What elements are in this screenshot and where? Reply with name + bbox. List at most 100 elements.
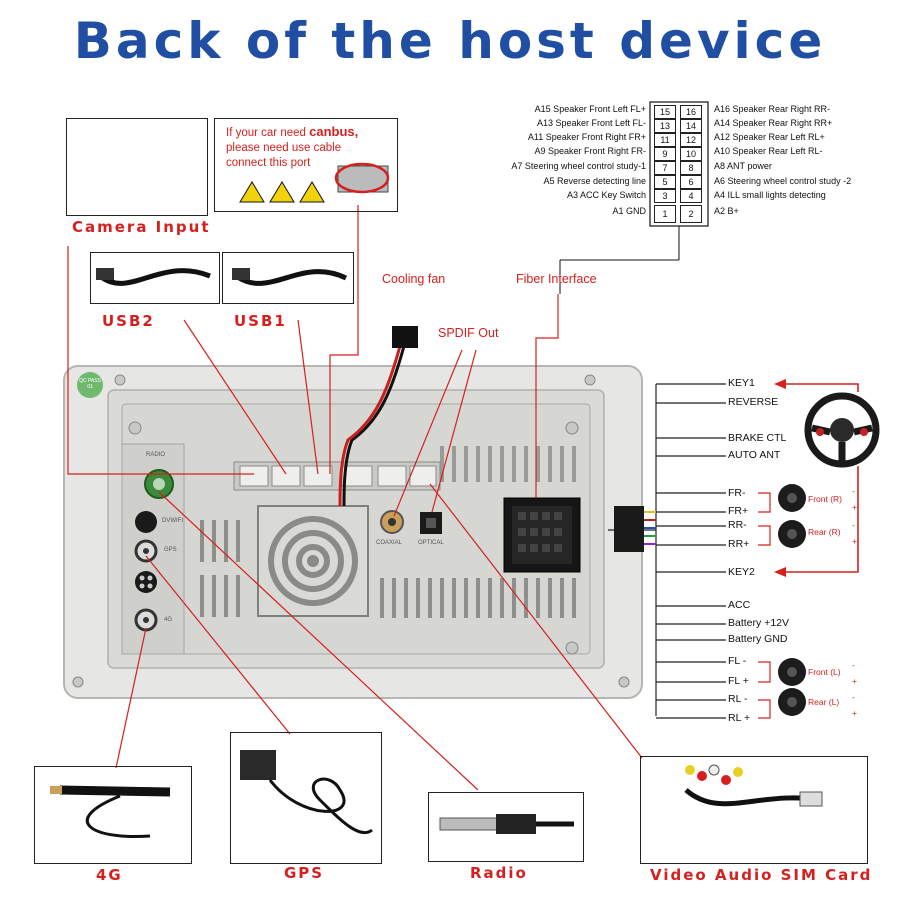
- usb1-box: [222, 252, 354, 304]
- pin-label: A14 Speaker Rear Right RR+: [714, 118, 833, 128]
- pin-number: 11: [654, 133, 676, 147]
- pin-number: 3: [654, 189, 676, 203]
- polarity-plus: +: [852, 676, 857, 686]
- pin-number: 14: [680, 119, 702, 133]
- pin-number: 6: [680, 175, 702, 189]
- usb1-cable-image: [232, 268, 348, 286]
- polarity-minus: -: [852, 486, 855, 496]
- polarity-minus: -: [852, 520, 855, 530]
- wire-label-rr-minus: RR-: [728, 519, 747, 531]
- camera-input-box: [66, 118, 208, 216]
- pin-label: A2 B+: [714, 206, 739, 216]
- usb2-box: [90, 252, 220, 304]
- wire-label-auto-ant: AUTO ANT: [728, 449, 781, 461]
- pin-number: 16: [680, 105, 702, 119]
- wire-label-fl-minus: FL -: [728, 655, 747, 667]
- polarity-plus: +: [852, 536, 857, 546]
- pin-number: 5: [654, 175, 676, 189]
- key-arrows: [784, 383, 859, 573]
- pin-label: A7 Steering wheel control study-1: [511, 161, 646, 171]
- pin-number: 9: [654, 147, 676, 161]
- polarity-minus: -: [852, 692, 855, 702]
- usb2-cable-image: [96, 268, 211, 286]
- speaker-rear-l-label: Rear (L): [808, 697, 840, 707]
- cooling-fan-cable: [338, 326, 418, 507]
- host-device-back-panel: [63, 365, 643, 699]
- camera-input-label: Camera Input: [72, 218, 211, 236]
- polarity-plus: +: [852, 708, 857, 718]
- pin-label: A16 Speaker Rear Right RR-: [714, 104, 831, 114]
- pin-label: A11 Speaker Front Right FR+: [527, 132, 646, 142]
- wire-label-fr-plus: FR+: [728, 505, 749, 517]
- speaker-front-l-label: Front (L): [808, 667, 841, 677]
- pin-label: A12 Speaker Rear Left RL+: [714, 132, 825, 142]
- pin-number: 10: [680, 147, 702, 161]
- canbus-note-prefix: If your car need: [226, 127, 310, 139]
- pin-label: A13 Speaker Front Left FL-: [536, 118, 646, 128]
- panel-wifi-text: DVWIFI: [162, 518, 183, 524]
- gps-box: [230, 732, 382, 864]
- cooling-fan-label: Cooling fan: [382, 272, 446, 286]
- pin-label: A5 Reverse detecting line: [543, 176, 646, 186]
- radio-label: Radio: [470, 864, 528, 882]
- pin-label: A10 Speaker Rear Left RL-: [714, 146, 823, 156]
- canbus-note-line2: please need use cable: [226, 142, 342, 154]
- page-title: Back of the host device: [73, 12, 827, 70]
- fiber-interface-label: Fiber Interface: [516, 272, 597, 286]
- speaker-front-r-label: Front (R): [808, 494, 842, 504]
- pin-label: A1 GND: [612, 206, 646, 216]
- radio-cable-image: [439, 814, 574, 834]
- gps-label: GPS: [284, 864, 325, 882]
- speaker-icons: [778, 484, 806, 716]
- qc-pass-sticker: QC PASS 01: [79, 378, 101, 390]
- canbus-warning-image: [239, 162, 390, 203]
- pin-label: A3 ACC Key Switch: [566, 190, 646, 200]
- harness-lines: [608, 383, 726, 719]
- pin-label: A9 Speaker Front Right FR-: [534, 146, 646, 156]
- callout-lines: [67, 205, 643, 791]
- video-audio-sim-label: Video Audio SIM Card: [650, 866, 873, 884]
- pin-number: 1: [654, 205, 676, 223]
- usb1-label: USB1: [234, 312, 287, 330]
- speaker-rear-r-label: Rear (R): [808, 527, 841, 537]
- canbus-note: If your car need canbus, please need use…: [226, 124, 358, 171]
- antenna-4g-image: [50, 785, 171, 839]
- gps-antenna-image: [240, 750, 373, 835]
- pin-number: 7: [654, 161, 676, 175]
- pin-number: 13: [654, 119, 676, 133]
- wire-label-brake-ctl: BRAKE CTL: [728, 432, 787, 444]
- wire-label-battery-gnd: Battery GND: [728, 633, 788, 645]
- polarity-plus: +: [852, 502, 857, 512]
- polarity-minus: -: [852, 660, 855, 670]
- panel-4g-text: 4G: [164, 617, 173, 623]
- wire-label-key1: KEY1: [728, 377, 755, 389]
- panel-optical-text: OPTICAL: [418, 540, 444, 546]
- pin-label: A6 Steering wheel control study -2: [714, 176, 852, 186]
- canbus-note-line3: connect this port: [226, 157, 311, 169]
- wire-label-battery-12v: Battery +12V: [728, 617, 789, 629]
- canbus-note-bold: canbus,: [309, 124, 359, 139]
- usb2-label: USB2: [102, 312, 155, 330]
- rca-cable-image: [684, 764, 823, 807]
- panel-radio-text: RADIO: [146, 452, 166, 458]
- spdif-out-label: SPDIF Out: [438, 326, 499, 340]
- pin-number: 2: [680, 205, 702, 223]
- wire-label-fl-plus: FL +: [728, 675, 749, 687]
- wire-label-key2: KEY2: [728, 566, 755, 578]
- panel-gps-text: GPS: [164, 547, 177, 553]
- antenna-4g-box: [34, 766, 192, 864]
- wire-label-rl-minus: RL -: [728, 693, 748, 705]
- pin-number: 8: [680, 161, 702, 175]
- wire-label-reverse: REVERSE: [728, 396, 779, 408]
- pin-number: 4: [680, 189, 702, 203]
- steering-wheel-icon: [804, 392, 880, 468]
- video-audio-sim-box: [640, 756, 868, 864]
- wire-label-acc: ACC: [728, 599, 751, 611]
- pin-number: 12: [680, 133, 702, 147]
- antenna-4g-label: 4G: [96, 866, 123, 884]
- wire-label-fr-minus: FR-: [728, 487, 746, 499]
- pin-label: A8 ANT power: [714, 161, 772, 171]
- wire-label-rr-plus: RR+: [728, 538, 750, 550]
- wire-label-rl-plus: RL +: [728, 712, 751, 724]
- canbus-box: [214, 118, 398, 212]
